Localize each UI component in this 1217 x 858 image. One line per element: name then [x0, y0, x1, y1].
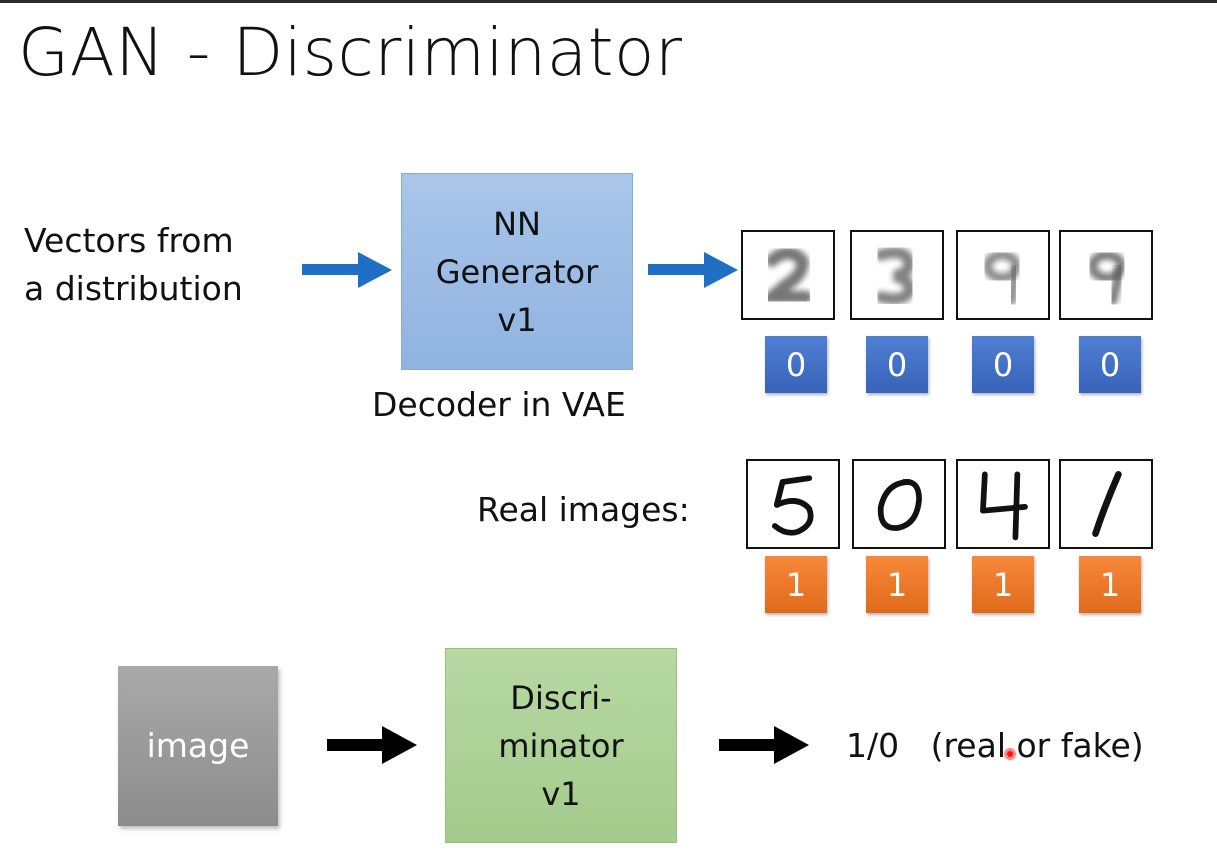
generated-image	[741, 230, 835, 320]
handwritten-digit-0-icon	[877, 479, 922, 531]
image-input-box: image	[118, 666, 278, 826]
arrow-right-black-icon	[719, 726, 809, 764]
generator-input-line-1: Vectors from	[24, 221, 234, 260]
generator-input-text: Vectors from a distribution	[24, 217, 243, 313]
blurry-digit-3-icon	[875, 246, 916, 305]
arrow-right-blue-icon	[648, 252, 738, 288]
discriminator-line-1: Discri-	[510, 678, 612, 717]
generator-line-3: v1	[497, 300, 537, 339]
fake-label: 0	[866, 336, 928, 393]
generator-caption: Decoder in VAE	[372, 385, 626, 424]
handwritten-digit-5-icon	[771, 475, 814, 536]
generator-box: NN Generator v1	[401, 173, 633, 370]
fake-label: 0	[765, 336, 827, 393]
handwritten-digit-4-icon	[980, 471, 1028, 541]
real-image	[956, 459, 1050, 549]
discriminator-line-3: v1	[541, 774, 581, 813]
blurry-digit-9-icon	[1087, 250, 1127, 306]
arrow-right-black-icon	[327, 726, 417, 764]
real-label: 1	[765, 556, 827, 613]
top-border-line	[0, 0, 1217, 3]
discriminator-line-2: minator	[498, 726, 624, 765]
fake-label: 0	[1079, 336, 1141, 393]
arrow-right-blue-icon	[302, 252, 392, 288]
blurry-digit-2-icon	[754, 246, 813, 304]
real-images-caption: Real images:	[477, 490, 690, 529]
generated-image	[956, 230, 1050, 320]
real-label: 1	[972, 556, 1034, 613]
discriminator-output-text: 1/0 (real or fake)	[846, 726, 1144, 765]
generated-image	[850, 230, 944, 320]
handwritten-digit-1-icon	[1092, 471, 1122, 537]
laser-pointer-icon	[1004, 748, 1016, 760]
real-image	[746, 459, 840, 549]
real-label: 1	[1079, 556, 1141, 613]
discriminator-box: Discri- minator v1	[445, 648, 677, 843]
generator-input-line-2: a distribution	[24, 268, 243, 308]
fake-label: 0	[972, 336, 1034, 393]
real-label: 1	[866, 556, 928, 613]
slide-title: GAN - Discriminator	[18, 14, 683, 91]
real-image	[1059, 459, 1153, 549]
real-image	[852, 459, 946, 549]
generator-line-2: Generator	[435, 252, 599, 291]
blurry-digit-9-icon	[982, 250, 1022, 306]
generated-image	[1059, 230, 1153, 320]
generator-line-1: NN	[493, 204, 541, 243]
